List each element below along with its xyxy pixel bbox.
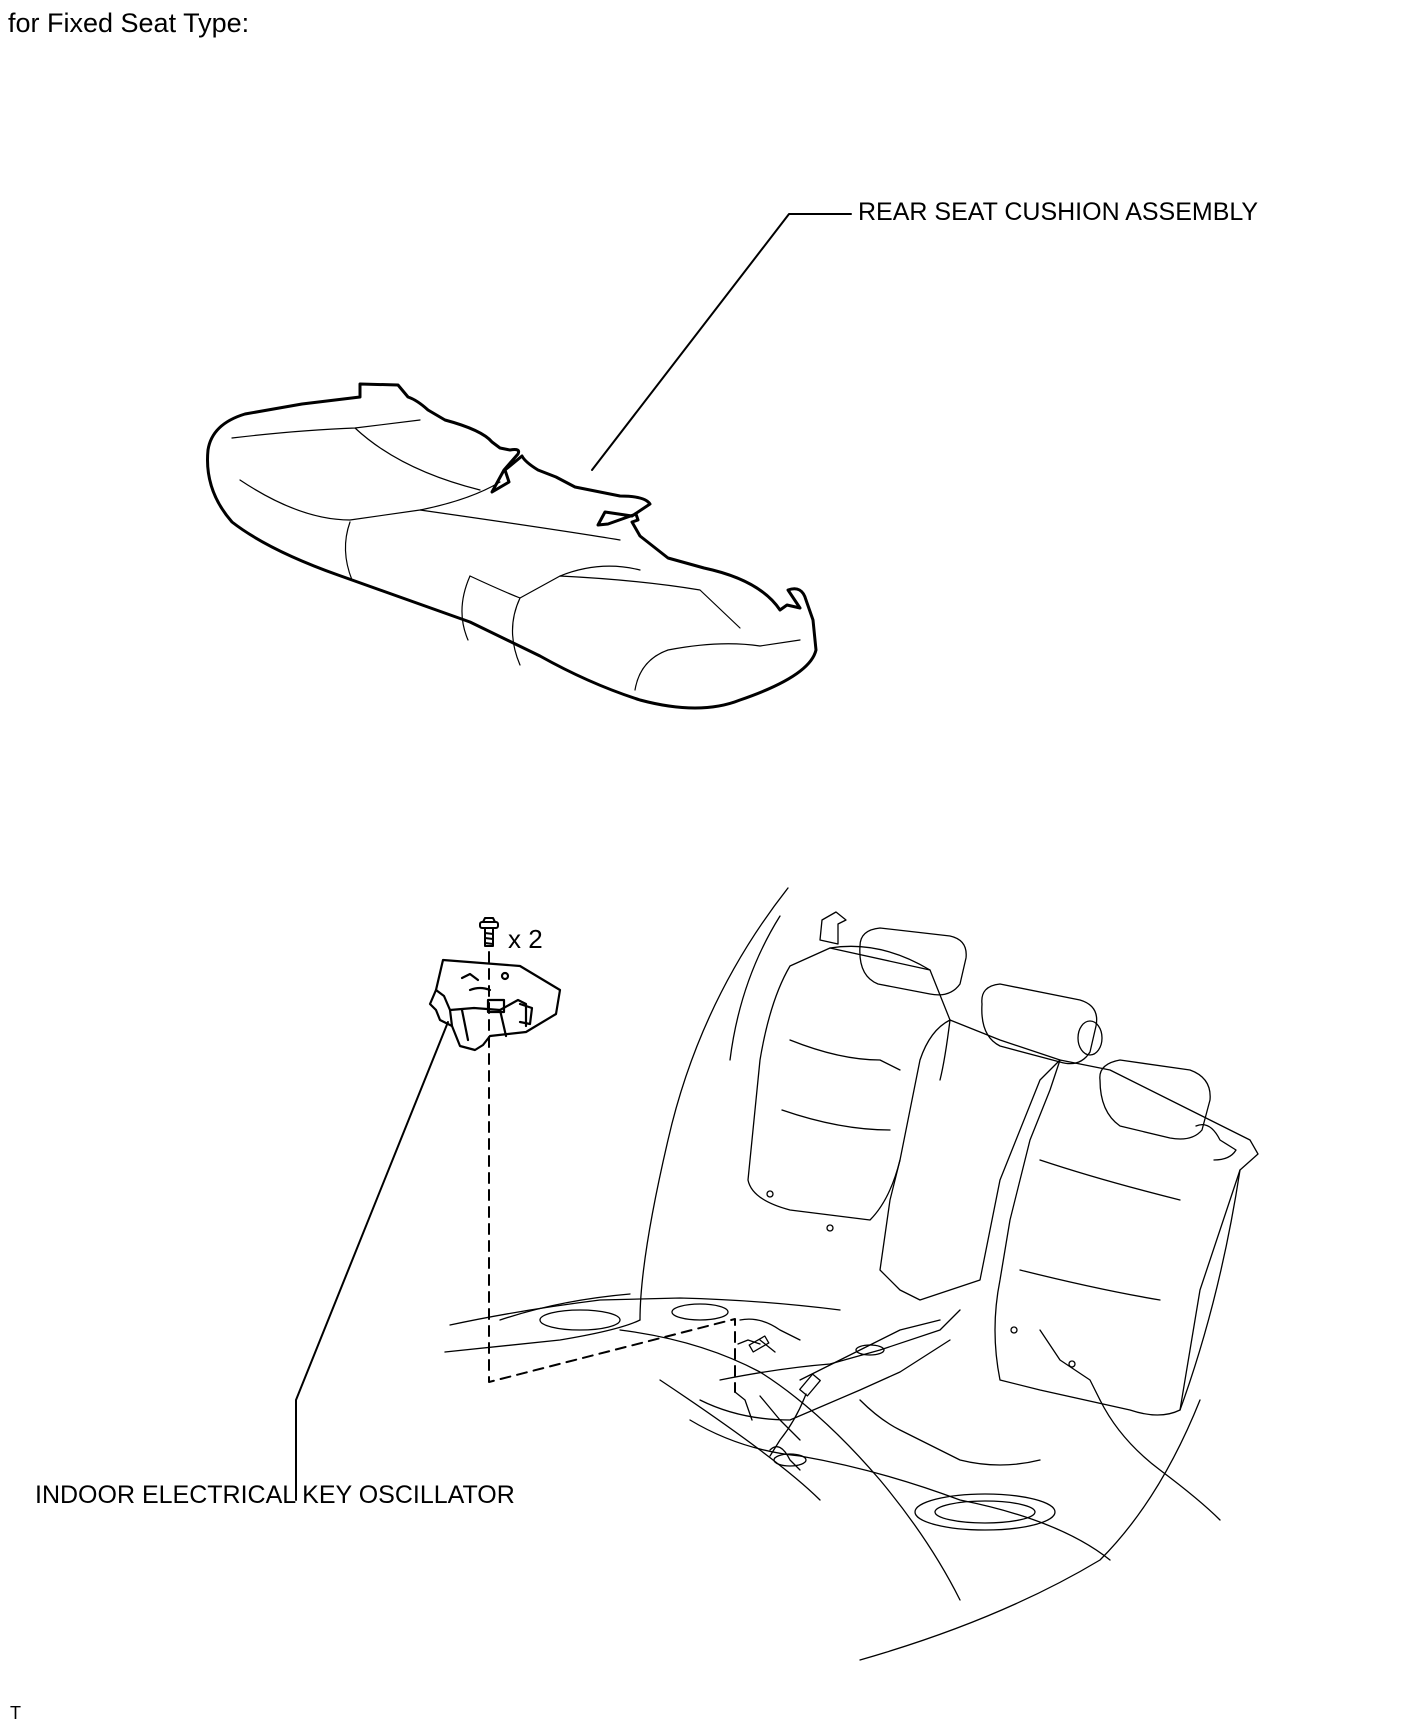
oscillator-label: INDOOR ELECTRICAL KEY OSCILLATOR (35, 1481, 515, 1509)
rear-seat-cushion-illustration (206, 382, 818, 710)
vehicle-interior-illustration (444, 887, 1259, 1661)
bolt-quantity-label: x 2 (508, 924, 543, 954)
cushion-leader-line (591, 213, 852, 471)
rear-seat-cushion-label: REAR SEAT CUSHION ASSEMBLY (858, 198, 1259, 226)
oscillator-illustration (428, 958, 562, 1052)
bolt-icon (479, 917, 499, 947)
install-path-dashed (488, 951, 736, 1393)
reference-code: T (10, 1703, 21, 1723)
page-heading: for Fixed Seat Type: (8, 8, 250, 38)
oscillator-leader-line (295, 1021, 449, 1501)
